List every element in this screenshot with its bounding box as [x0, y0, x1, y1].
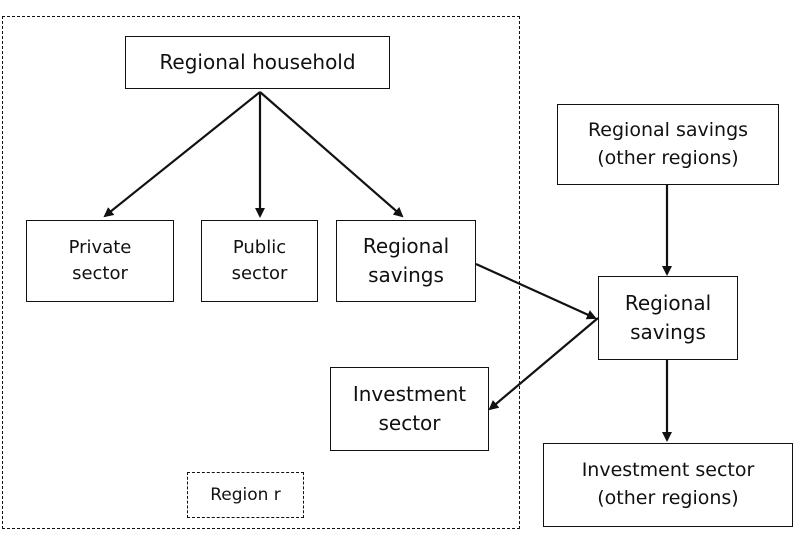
regional-savings-other-box: Regional savings (other regions)	[557, 104, 779, 185]
region-r-label-box: Region r	[187, 472, 304, 518]
regional-savings-local-line-1: Regional	[362, 234, 450, 258]
regional-savings-local-box: Regional savings	[336, 220, 476, 302]
public-sector-box: Public sector	[201, 220, 318, 302]
investment-sector-local-line-2: sector	[378, 411, 441, 435]
private-sector-line-1: Private	[68, 236, 132, 258]
arrow-savings-to-global	[475, 262, 597, 320]
region-r-label: Region r	[210, 484, 281, 505]
regional-savings-other-line-1: Regional savings	[587, 118, 749, 141]
investment-sector-other-line-2: (other regions)	[597, 487, 739, 509]
regional-household-box: Regional household	[125, 36, 390, 89]
arrow-household-to-private	[103, 91, 261, 218]
regional-savings-local-line-2: savings	[368, 263, 444, 287]
investment-sector-local-line-1: Investment	[352, 382, 467, 406]
arrow-global-to-investment	[488, 317, 599, 411]
public-sector-line-1: Public	[232, 236, 287, 258]
investment-sector-other-line-1: Investment sector	[581, 459, 755, 482]
regional-household-label: Regional household	[159, 50, 356, 74]
investment-sector-local-box: Investment sector	[330, 367, 489, 451]
private-sector-box: Private sector	[26, 220, 174, 302]
arrow-household-to-savings	[259, 91, 404, 218]
investment-sector-other-box: Investment sector (other regions)	[543, 443, 793, 527]
region-frame	[2, 16, 520, 529]
regional-savings-global-line-1: Regional	[624, 291, 712, 315]
regional-savings-other-line-2: (other regions)	[597, 146, 739, 169]
regional-savings-global-box: Regional savings	[598, 276, 738, 360]
regional-savings-global-line-2: savings	[630, 320, 706, 344]
private-sector-line-2: sector	[72, 263, 128, 284]
public-sector-line-2: sector	[231, 263, 288, 284]
